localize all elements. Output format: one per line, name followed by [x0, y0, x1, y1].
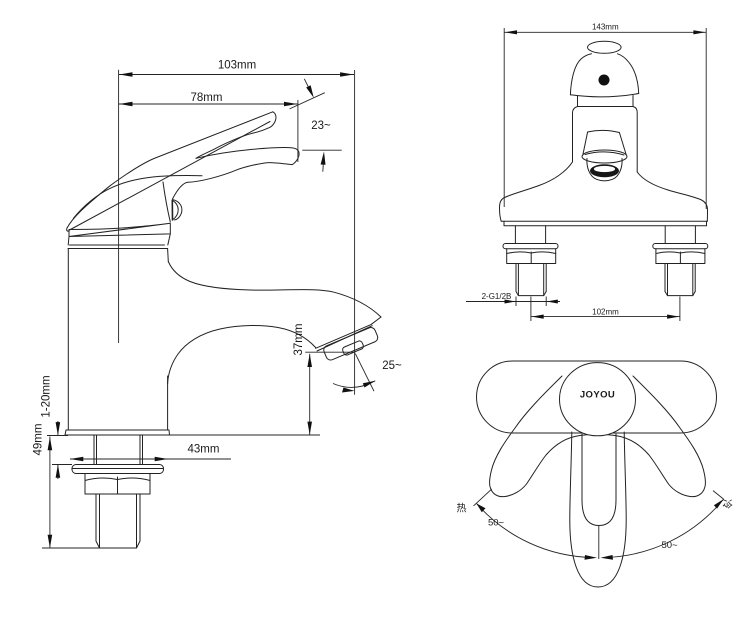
svg-text:2-G1/2B: 2-G1/2B [482, 292, 512, 301]
svg-text:热: 热 [457, 502, 467, 515]
svg-text:37mm: 37mm [293, 324, 305, 356]
svg-text:50~: 50~ [488, 518, 505, 529]
svg-text:103mm: 103mm [218, 60, 256, 72]
svg-text:143mm: 143mm [592, 23, 619, 32]
svg-text:50~: 50~ [661, 540, 678, 551]
svg-text:43mm: 43mm [188, 444, 220, 456]
svg-text:25~: 25~ [382, 360, 402, 372]
svg-text:1-20mm: 1-20mm [41, 375, 53, 417]
svg-text:23~: 23~ [311, 120, 331, 132]
svg-text:49mm: 49mm [33, 424, 45, 456]
svg-text:JOYOU: JOYOU [580, 390, 615, 401]
svg-text:冷: 冷 [721, 499, 734, 509]
svg-text:78mm: 78mm [191, 92, 223, 104]
svg-text:102mm: 102mm [592, 308, 619, 317]
